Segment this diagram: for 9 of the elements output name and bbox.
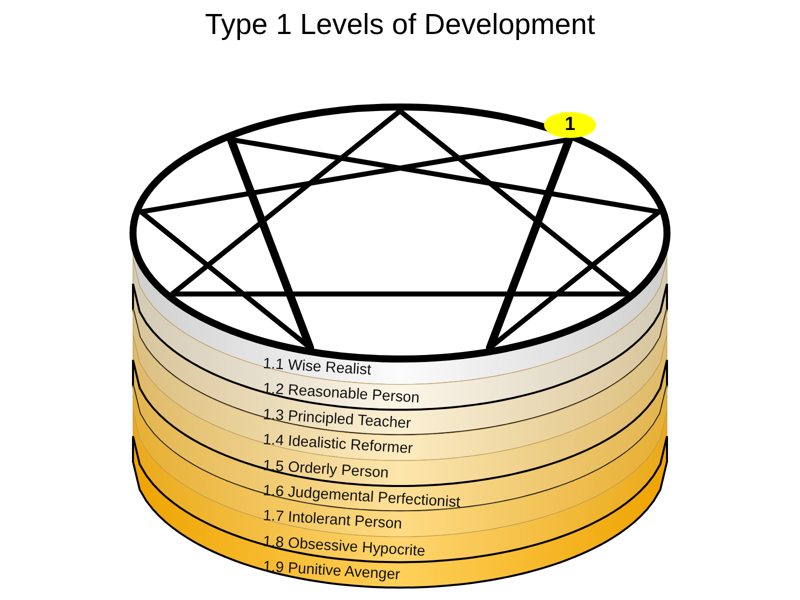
level-label: 1.9 Punitive Avenger (262, 558, 401, 584)
number-badge: 1 (544, 112, 596, 138)
level-label: 1.1 Wise Realist (262, 355, 372, 379)
level-label: 1.3 Principled Teacher (262, 406, 412, 432)
level-label: 1.8 Obsessive Hypocrite (262, 532, 426, 560)
level-label: 1.4 Idealistic Reformer (262, 431, 414, 458)
level-label: 1.2 Reasonable Person (262, 380, 420, 407)
level-label: 1.5 Orderly Person (262, 456, 390, 482)
title: Type 1 Levels of Development (204, 8, 596, 42)
